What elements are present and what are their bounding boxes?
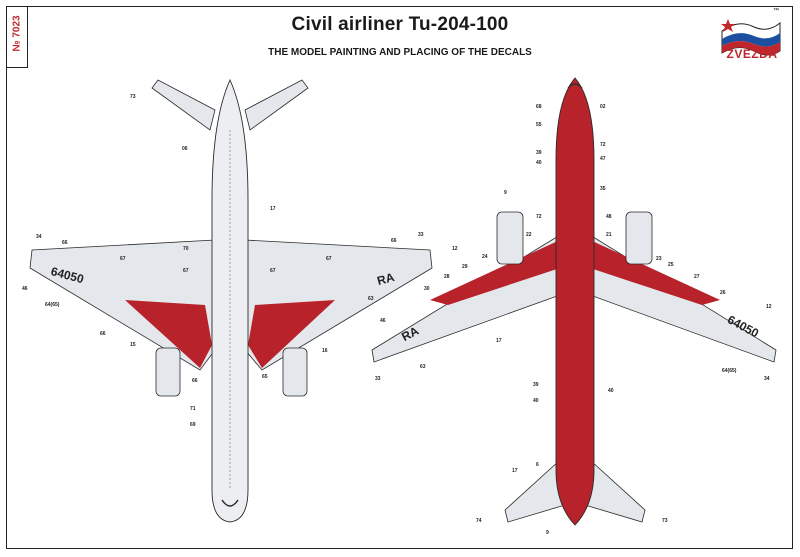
callout-12: 12 <box>452 246 458 252</box>
callout-46: 46 <box>22 286 28 292</box>
callout-40-bottom-right: 40 <box>608 388 614 394</box>
callout-02: 02 <box>600 104 606 110</box>
callout-26: 26 <box>720 290 726 296</box>
callout-72-top: 72 <box>600 142 606 148</box>
callout-23: 23 <box>656 256 662 262</box>
left-wing-red-flash <box>125 300 212 368</box>
callout-63: 63 <box>368 296 374 302</box>
callout-17-bottom: 17 <box>496 338 502 344</box>
callout-64-65-bottom: 64(65) <box>722 368 737 374</box>
callout-73-bottom: 73 <box>662 518 668 524</box>
sheet-subtitle: THE MODEL PAINTING AND PLACING OF THE DE… <box>268 47 532 58</box>
fuselage-bottom <box>555 77 595 526</box>
callout-34: 34 <box>36 234 42 240</box>
fuselage-top <box>211 78 249 523</box>
callout-17: 17 <box>270 206 276 212</box>
callout-55: 55 <box>536 122 542 128</box>
callout-67-d: 67 <box>326 256 332 262</box>
callout-30: 30 <box>424 286 430 292</box>
callout-27: 27 <box>694 274 700 280</box>
callout-9-tail: 9 <box>546 530 549 536</box>
callout-67-c: 67 <box>270 268 276 274</box>
left-engine-bottom <box>496 211 524 265</box>
trademark: ™ <box>773 8 779 14</box>
callout-25: 25 <box>668 262 674 268</box>
top-view-callouts: 73 06 17 70 34 66 67 67 67 67 66 33 12 4… <box>22 94 458 428</box>
callout-46-bottom: 46 <box>380 318 386 324</box>
callout-47: 47 <box>600 156 606 162</box>
callout-71: 71 <box>190 406 196 412</box>
callout-66-right: 66 <box>391 238 397 244</box>
brand-name: ZVEZDA <box>726 47 778 61</box>
callout-39-bottom: 39 <box>533 382 539 388</box>
callout-66-engine: 66 <box>192 378 198 384</box>
callout-06: 06 <box>182 146 188 152</box>
left-wing-red-underside <box>430 240 560 305</box>
callout-73: 73 <box>130 94 136 100</box>
sheet-title: Civil airliner Tu-204-100 <box>291 14 509 35</box>
callout-48: 48 <box>606 214 612 220</box>
callout-28: 28 <box>444 274 450 280</box>
callout-67-a: 67 <box>120 256 126 262</box>
right-wing-red-underside <box>590 240 720 305</box>
callout-35: 35 <box>600 186 606 192</box>
callout-6-tail: 6 <box>536 462 539 468</box>
right-engine-top <box>282 347 308 397</box>
callout-70: 70 <box>183 246 189 252</box>
callout-40-bottom: 40 <box>533 398 539 404</box>
callout-67-b: 67 <box>183 268 189 274</box>
zvezda-flag-logo <box>721 19 781 56</box>
callout-21: 21 <box>606 232 612 238</box>
callout-15: 15 <box>130 342 136 348</box>
left-engine-top <box>155 347 181 397</box>
callout-33: 33 <box>418 232 424 238</box>
callout-66-left: 66 <box>62 240 68 246</box>
catalog-number-box: № 7023 <box>6 6 28 68</box>
right-engine-bottom <box>625 211 653 265</box>
callout-39-top: 39 <box>536 150 542 156</box>
callout-24: 24 <box>482 254 488 260</box>
callout-17-tail: 17 <box>512 468 518 474</box>
callout-72-mid: 72 <box>536 214 542 220</box>
callout-12-bottom: 12 <box>766 304 772 310</box>
callout-66-lower: 66 <box>100 331 106 337</box>
callout-69: 69 <box>190 422 196 428</box>
callout-65: 65 <box>262 374 268 380</box>
callout-9-top: 9 <box>504 190 507 196</box>
cockpit-top <box>221 499 239 507</box>
callout-74: 74 <box>476 518 482 524</box>
callout-40-top: 40 <box>536 160 542 166</box>
nose-cone-bottom <box>567 83 583 89</box>
callout-68: 68 <box>536 104 542 110</box>
tail-left-stabilizer <box>151 79 216 131</box>
callout-64-65: 64(65) <box>45 302 60 308</box>
sheet-frame <box>6 6 793 549</box>
callout-34-bottom: 34 <box>764 376 770 382</box>
callout-63-bottom: 63 <box>420 364 426 370</box>
callout-29: 29 <box>462 264 468 270</box>
registration-prefix-right-wing: RA <box>376 270 397 288</box>
callout-16: 16 <box>322 348 328 354</box>
callout-22: 22 <box>526 232 532 238</box>
bottom-view-callouts: 68 02 55 72 39 40 47 35 9 48 72 22 21 24… <box>375 104 772 536</box>
callout-33-bottom: 33 <box>375 376 381 382</box>
tail-right-stabilizer <box>244 79 309 131</box>
right-wing-red-flash <box>248 300 335 368</box>
